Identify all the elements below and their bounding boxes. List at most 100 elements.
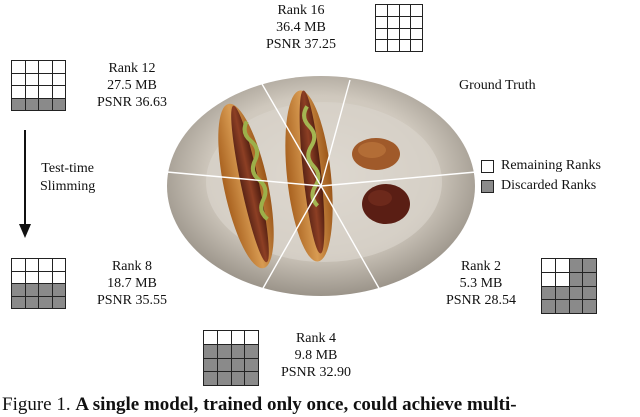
rank2-rank: Rank 2 <box>460 259 502 274</box>
grid-cell-discarded <box>231 358 245 372</box>
rank4-rank: Rank 4 <box>295 331 337 346</box>
grid-cell <box>39 271 52 283</box>
ground-truth-label: Ground Truth <box>459 78 536 93</box>
grid-cell-discarded <box>204 372 217 385</box>
grid-cell-discarded <box>204 344 217 358</box>
grid-cell-discarded <box>52 296 65 308</box>
grid-cell-discarded <box>12 284 25 296</box>
grid-cell <box>25 61 38 73</box>
grid-cell-discarded <box>583 272 596 286</box>
rank2-label: Rank 2 5.3 MB PSNR 28.54 <box>432 258 530 309</box>
figure-caption: Figure 1. A single model, trained only o… <box>2 394 517 416</box>
grid-cell <box>204 331 217 344</box>
grid-cell <box>12 61 25 73</box>
grid-cell <box>555 259 569 272</box>
grid-cell-discarded <box>569 286 583 300</box>
grid-cell <box>387 5 399 16</box>
grid-cell-discarded <box>12 98 25 110</box>
grid-cell <box>217 331 231 344</box>
grid-cell-discarded <box>25 98 38 110</box>
discarded-swatch <box>481 179 494 193</box>
grid-cell <box>25 73 38 85</box>
caption-prefix: Figure 1. <box>2 394 71 415</box>
grid-cell <box>52 61 65 73</box>
grid-cell <box>399 28 411 40</box>
grid-cell <box>12 271 25 283</box>
legend-item-discarded: Discarded Ranks <box>481 176 601 196</box>
grid-cell-discarded <box>39 284 52 296</box>
rank12-psnr: PSNR 36.63 <box>96 95 168 110</box>
grid-cell <box>25 271 38 283</box>
grid-cell-discarded <box>12 296 25 308</box>
grid-cell-discarded <box>245 358 258 372</box>
grid-cell-discarded <box>25 284 38 296</box>
grid-cell <box>555 272 569 286</box>
down-arrow-icon <box>19 130 31 238</box>
grid-cell-discarded <box>39 296 52 308</box>
rank4-label: Rank 4 9.8 MB PSNR 32.90 <box>268 330 364 381</box>
grid-cell <box>399 40 411 51</box>
grid-cell <box>39 259 52 271</box>
grid-cell <box>399 5 411 16</box>
slimming-label: Test-time Slimming <box>40 160 95 196</box>
grid-cell <box>39 86 52 98</box>
grid-cell-discarded <box>245 372 258 385</box>
legend-item-remaining: Remaining Ranks <box>481 156 601 176</box>
rank8-rank: Rank 8 <box>111 259 153 274</box>
rank4-grid <box>203 330 259 386</box>
grid-cell <box>39 61 52 73</box>
grid-cell-discarded <box>217 372 231 385</box>
rank8-grid <box>11 258 66 309</box>
rank16-size: 36.4 MB <box>276 20 326 35</box>
grid-cell-discarded <box>542 286 555 300</box>
legend-remaining-label: Remaining Ranks <box>501 158 601 173</box>
grid-cell <box>376 40 387 51</box>
rank16-psnr: PSNR 37.25 <box>265 37 337 52</box>
slimming-line1: Test-time <box>41 161 94 176</box>
grid-cell-discarded <box>231 372 245 385</box>
grid-cell <box>411 16 422 28</box>
grid-cell <box>542 272 555 286</box>
rank8-psnr: PSNR 35.55 <box>96 293 168 308</box>
rank12-rank: Rank 12 <box>108 61 156 76</box>
grid-cell <box>245 331 258 344</box>
grid-cell <box>231 331 245 344</box>
rank8-size: 18.7 MB <box>107 276 157 291</box>
rank8-label: Rank 8 18.7 MB PSNR 35.55 <box>82 258 182 309</box>
grid-cell <box>411 5 422 16</box>
grid-cell <box>411 28 422 40</box>
grid-cell-discarded <box>542 300 555 313</box>
grid-cell <box>25 86 38 98</box>
grid-cell <box>52 271 65 283</box>
grid-cell <box>376 16 387 28</box>
grid-cell-discarded <box>217 358 231 372</box>
rank16-rank: Rank 16 <box>277 3 325 18</box>
rank4-size: 9.8 MB <box>294 348 338 363</box>
grid-cell-discarded <box>569 259 583 272</box>
caption-bold: A single model, trained only once, could… <box>75 394 517 415</box>
grid-cell-discarded <box>231 344 245 358</box>
rank4-psnr: PSNR 32.90 <box>280 365 352 380</box>
rank2-psnr: PSNR 28.54 <box>445 293 517 308</box>
grid-cell <box>376 5 387 16</box>
grid-cell <box>39 73 52 85</box>
grid-cell <box>387 28 399 40</box>
rank2-size: 5.3 MB <box>459 276 503 291</box>
rank12-size: 27.5 MB <box>107 78 157 93</box>
rank16-label: Rank 16 36.4 MB PSNR 37.25 <box>256 2 346 53</box>
grid-cell-discarded <box>583 286 596 300</box>
grid-cell <box>387 16 399 28</box>
grid-cell-discarded <box>25 296 38 308</box>
grid-cell-discarded <box>217 344 231 358</box>
grid-cell-discarded <box>583 259 596 272</box>
plate-image <box>166 76 477 296</box>
grid-cell-discarded <box>39 98 52 110</box>
rank12-grid <box>11 60 66 111</box>
grid-cell-discarded <box>245 344 258 358</box>
legend: Remaining Ranks Discarded Ranks <box>481 156 601 196</box>
slimming-line2: Slimming <box>40 179 96 194</box>
remaining-swatch <box>481 159 494 173</box>
grid-cell <box>12 86 25 98</box>
legend-discarded-label: Discarded Ranks <box>501 178 597 193</box>
